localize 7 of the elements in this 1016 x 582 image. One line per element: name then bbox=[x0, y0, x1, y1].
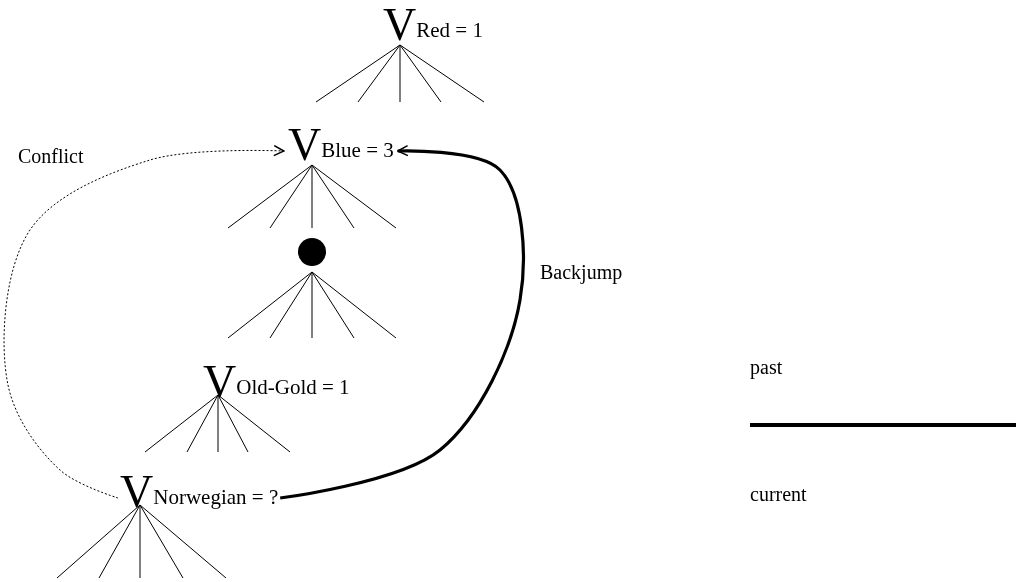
legend-text: current bbox=[750, 484, 807, 504]
legend-text: past bbox=[750, 357, 783, 377]
arrow bbox=[279, 145, 525, 500]
edge-label: Backjump bbox=[540, 262, 623, 282]
dotted-arrow bbox=[3, 144, 285, 499]
edge-label: Conflict bbox=[18, 146, 84, 166]
node-dot bbox=[298, 238, 326, 266]
